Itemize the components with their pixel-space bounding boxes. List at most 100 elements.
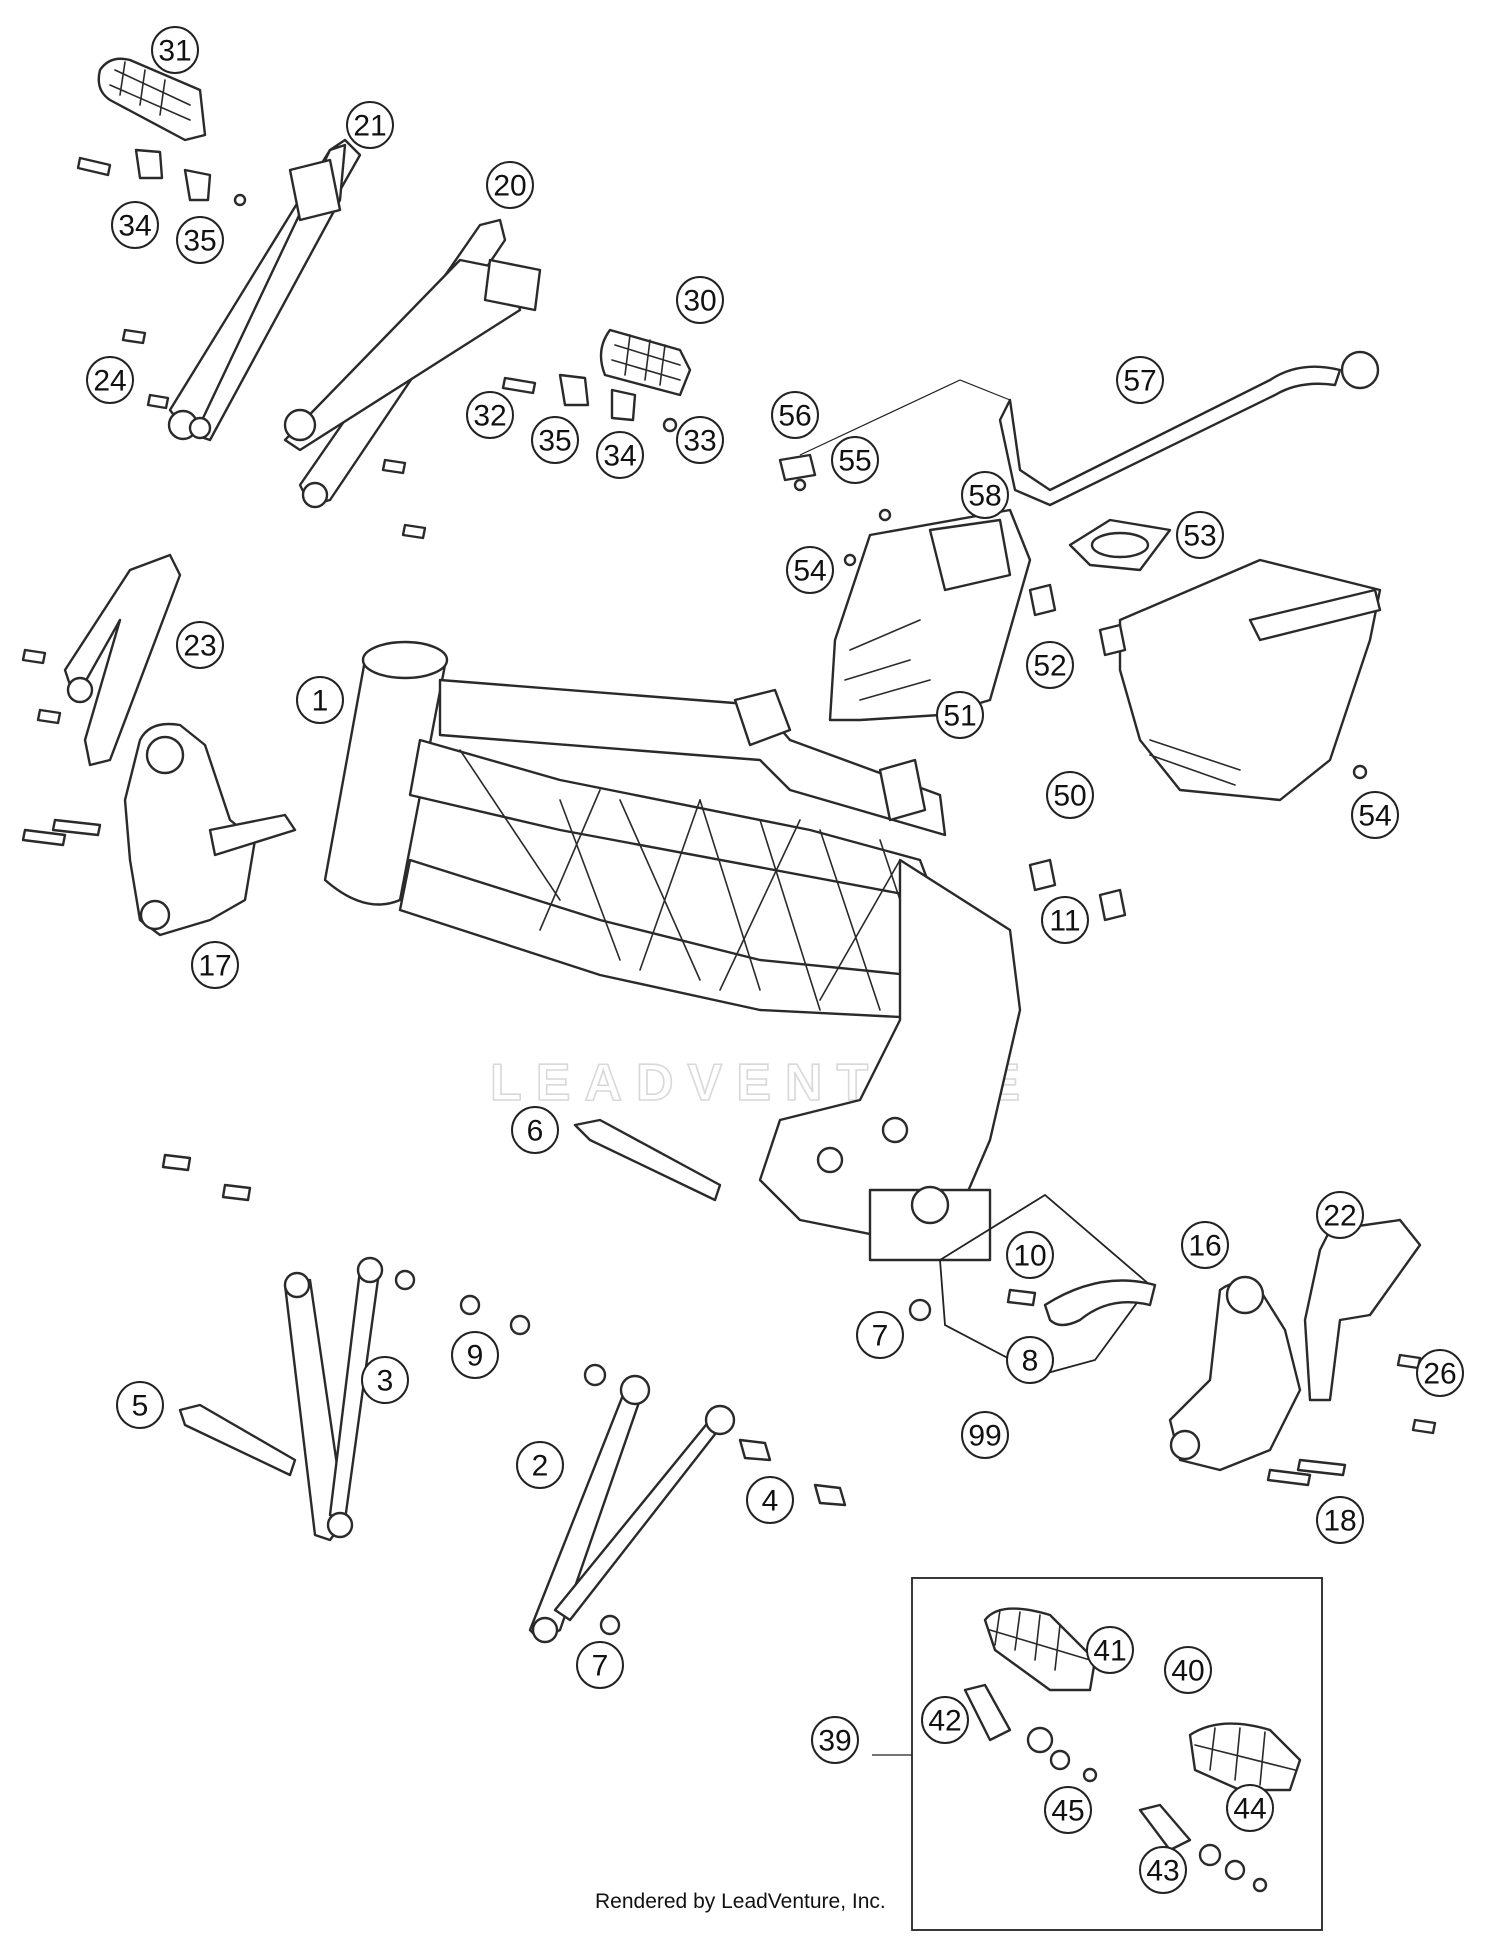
callout-circle	[191, 941, 239, 989]
callout-circle	[451, 1331, 499, 1379]
tank-50	[1118, 558, 1382, 802]
callout-number: 8	[1022, 1345, 1039, 1378]
kit-box-39	[872, 1577, 1323, 1931]
footpeg-41	[983, 1607, 1097, 1692]
callout-7: 7	[576, 1641, 624, 1689]
callout-number: 55	[838, 445, 871, 478]
clips	[793, 478, 1368, 922]
callout-circle	[511, 1106, 559, 1154]
callout-number: 39	[818, 1725, 851, 1758]
callout-number: 32	[473, 400, 506, 433]
callout-circle	[1316, 1496, 1364, 1544]
footrest-bracket-17	[21, 648, 297, 937]
callout-2: 2	[516, 1441, 564, 1489]
subframe-right	[283, 218, 542, 509]
callout-circle	[486, 161, 534, 209]
callout-7: 7	[856, 1311, 904, 1359]
callout-number: 10	[1013, 1240, 1046, 1273]
callout-circle	[1006, 1231, 1054, 1279]
callout-40: 40	[1164, 1646, 1212, 1694]
hardware-top-left	[76, 148, 247, 410]
callout-52: 52	[1026, 641, 1074, 689]
heel-guard-23	[63, 553, 182, 767]
callout-number: 57	[1123, 365, 1156, 398]
callout-circle	[296, 676, 344, 724]
callout-number: 45	[1051, 1795, 1084, 1828]
callout-number: 3	[377, 1365, 394, 1398]
callout-circle	[1041, 896, 1089, 944]
callout-circle	[1351, 791, 1399, 839]
callout-number: 35	[538, 425, 571, 458]
callout-circle	[1176, 511, 1224, 559]
frame-tube-2	[528, 1374, 736, 1644]
callout-circle	[576, 1641, 624, 1689]
callout-number: 30	[683, 285, 716, 318]
callout-circle	[531, 416, 579, 464]
callout-number: 58	[968, 480, 1001, 513]
callout-45: 45	[1044, 1786, 1092, 1834]
callout-circle	[676, 276, 724, 324]
callout-circle	[361, 1356, 409, 1404]
callout-number: 1	[312, 685, 329, 718]
heel-guard-22	[1303, 1218, 1437, 1435]
callout-number: 50	[1053, 780, 1086, 813]
callout-circle	[176, 621, 224, 669]
frame-tube-3	[283, 1256, 384, 1542]
callout-number: 22	[1323, 1200, 1356, 1233]
callout-1: 1	[296, 676, 344, 724]
callout-number: 23	[183, 630, 216, 663]
callout-circle	[1086, 1626, 1134, 1674]
callout-53: 53	[1176, 511, 1224, 559]
callout-circle	[346, 101, 394, 149]
callout-number: 6	[527, 1115, 544, 1148]
airbox-51	[828, 508, 1032, 722]
hose-57	[998, 350, 1380, 507]
callout-circle	[1226, 1784, 1274, 1832]
callout-number: 7	[592, 1650, 609, 1683]
callout-circle	[1416, 1349, 1464, 1397]
callout-4: 4	[746, 1476, 794, 1524]
footrest-bracket-16	[1168, 1275, 1347, 1487]
callout-circle	[856, 1311, 904, 1359]
callout-32: 32	[466, 391, 514, 439]
callout-circle	[961, 471, 1009, 519]
callout-number: 40	[1171, 1655, 1204, 1688]
hardware-lower	[161, 1153, 932, 1636]
callout-circle	[1044, 1786, 1092, 1834]
callout-5: 5	[116, 1381, 164, 1429]
callout-16: 16	[1181, 1221, 1229, 1269]
callout-35: 35	[531, 416, 579, 464]
callout-9: 9	[451, 1331, 499, 1379]
callout-31: 31	[151, 26, 199, 74]
callout-number: 51	[943, 700, 976, 733]
callout-number: 34	[603, 440, 636, 473]
callout-number: 99	[968, 1420, 1001, 1453]
callout-34: 34	[111, 201, 159, 249]
callout-number: 35	[183, 225, 216, 258]
callout-circle	[831, 436, 879, 484]
callout-8: 8	[1006, 1336, 1054, 1384]
callout-30: 30	[676, 276, 724, 324]
callout-number: 16	[1188, 1230, 1221, 1263]
callout-number: 33	[683, 425, 716, 458]
callout-6: 6	[511, 1106, 559, 1154]
callout-55: 55	[831, 436, 879, 484]
callout-11: 11	[1041, 896, 1089, 944]
callout-42: 42	[921, 1696, 969, 1744]
callout-number: 9	[467, 1340, 484, 1373]
callout-56: 56	[771, 391, 819, 439]
callout-circle	[1164, 1646, 1212, 1694]
callout-number: 17	[198, 950, 231, 983]
callout-number: 56	[778, 400, 811, 433]
callout-34: 34	[596, 431, 644, 479]
callout-number: 44	[1233, 1793, 1266, 1826]
pins-springs	[963, 1683, 1268, 1893]
footpeg-31	[97, 57, 207, 142]
credit-line: Rendered by LeadVenture, Inc.	[595, 1890, 886, 1913]
callout-number: 11	[1049, 905, 1080, 938]
callout-circle	[111, 201, 159, 249]
main-frame	[323, 640, 1022, 1262]
fitting-56	[778, 379, 1011, 482]
callout-22: 22	[1316, 1191, 1364, 1239]
